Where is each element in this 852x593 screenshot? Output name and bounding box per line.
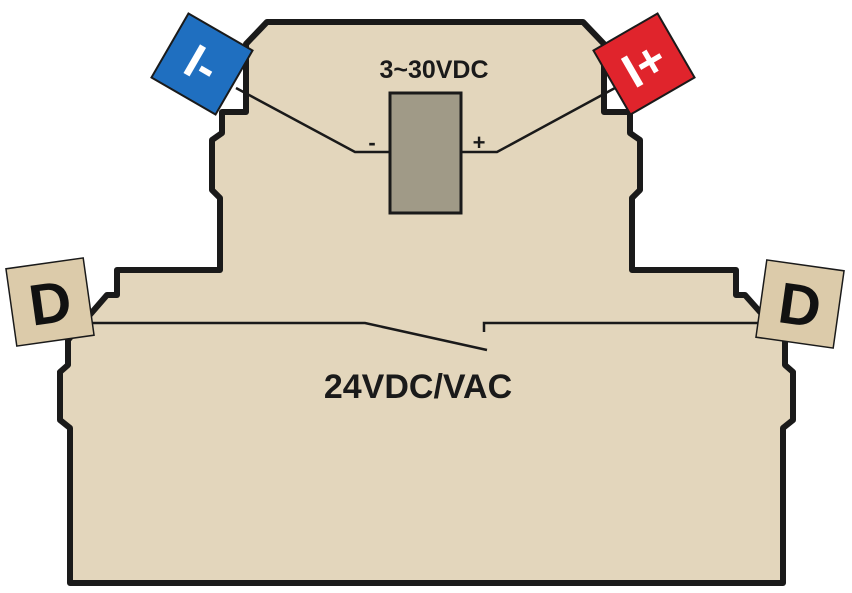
terminal-input-positive-tag: [592, 12, 696, 116]
coil-wire-left: [235, 86, 390, 154]
switch-wire-right: [482, 321, 762, 332]
switch-wire-left: [90, 321, 488, 352]
supply-voltage-label: 24VDC/VAC: [324, 368, 512, 406]
coil-plus-sign: +: [473, 130, 486, 155]
input-voltage-label: 3~30VDC: [379, 56, 488, 84]
coil-wire-right: [461, 86, 616, 154]
terminal-output-left-tag: [5, 257, 95, 347]
terminal-output-right-tag: [755, 259, 845, 349]
terminal-output-left: D: [5, 257, 95, 347]
terminal-input-positive: I+: [592, 12, 696, 116]
terminal-input-negative-tag: [150, 12, 254, 116]
terminal-output-left-label: D: [25, 268, 76, 338]
coil-body: [388, 91, 463, 215]
module-housing: [57, 19, 796, 586]
terminal-input-negative: I-: [150, 12, 254, 116]
coil-minus-sign: -: [368, 130, 375, 155]
terminal-output-right: D: [755, 259, 845, 349]
terminal-output-right-label: D: [775, 270, 826, 340]
